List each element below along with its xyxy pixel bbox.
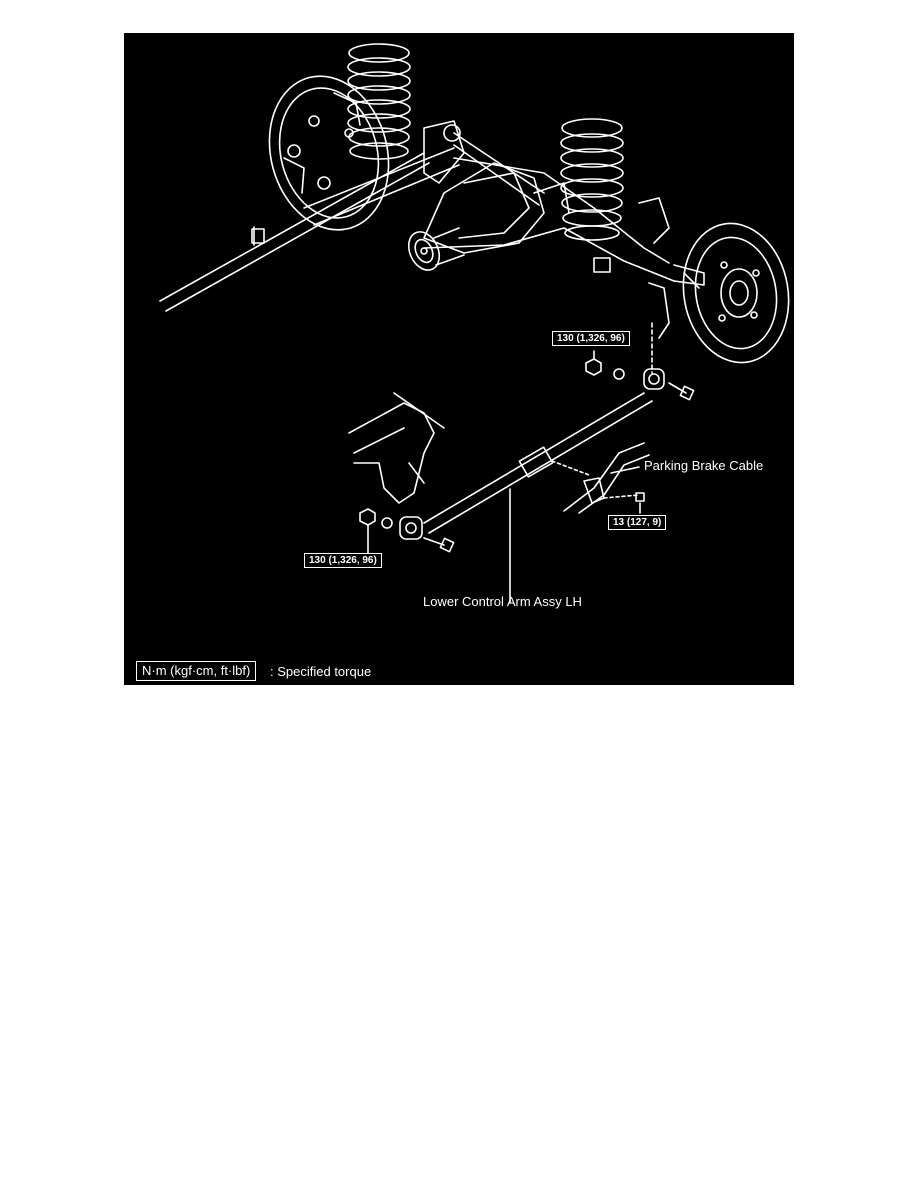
parking-brake-cable <box>551 442 650 514</box>
lower-left-bracket <box>348 392 445 504</box>
left-coil-spring <box>347 43 411 160</box>
upper-link <box>423 120 570 214</box>
bottom-hardware <box>359 508 455 553</box>
units-legend-box: N·m (kgf·cm, ft·lbf) <box>136 661 257 681</box>
rod-bracket-box <box>251 228 265 244</box>
torque-spec-cable: 13 (127, 9) <box>608 515 667 530</box>
right-bracket <box>593 197 670 339</box>
axle-housing <box>303 147 705 286</box>
parking-brake-cable-label: Parking Brake Cable <box>644 458 764 473</box>
top-hardware <box>585 358 695 401</box>
diagram-artwork <box>159 43 790 604</box>
lower-control-arm <box>399 392 653 604</box>
right-brake-disc <box>682 222 790 364</box>
torque-spec-top: 130 (1,326, 96) <box>552 331 630 346</box>
right-coil-spring <box>560 118 624 241</box>
differential <box>407 162 545 271</box>
units-legend-text: : Specified torque <box>270 664 372 679</box>
suspension-diagram: 130 (1,326, 96) 130 (1,326, 96) 13 (127,… <box>124 33 794 685</box>
lower-control-arm-label: Lower Control Arm Assy LH <box>423 594 582 609</box>
torque-spec-bottom: 130 (1,326, 96) <box>304 553 382 568</box>
